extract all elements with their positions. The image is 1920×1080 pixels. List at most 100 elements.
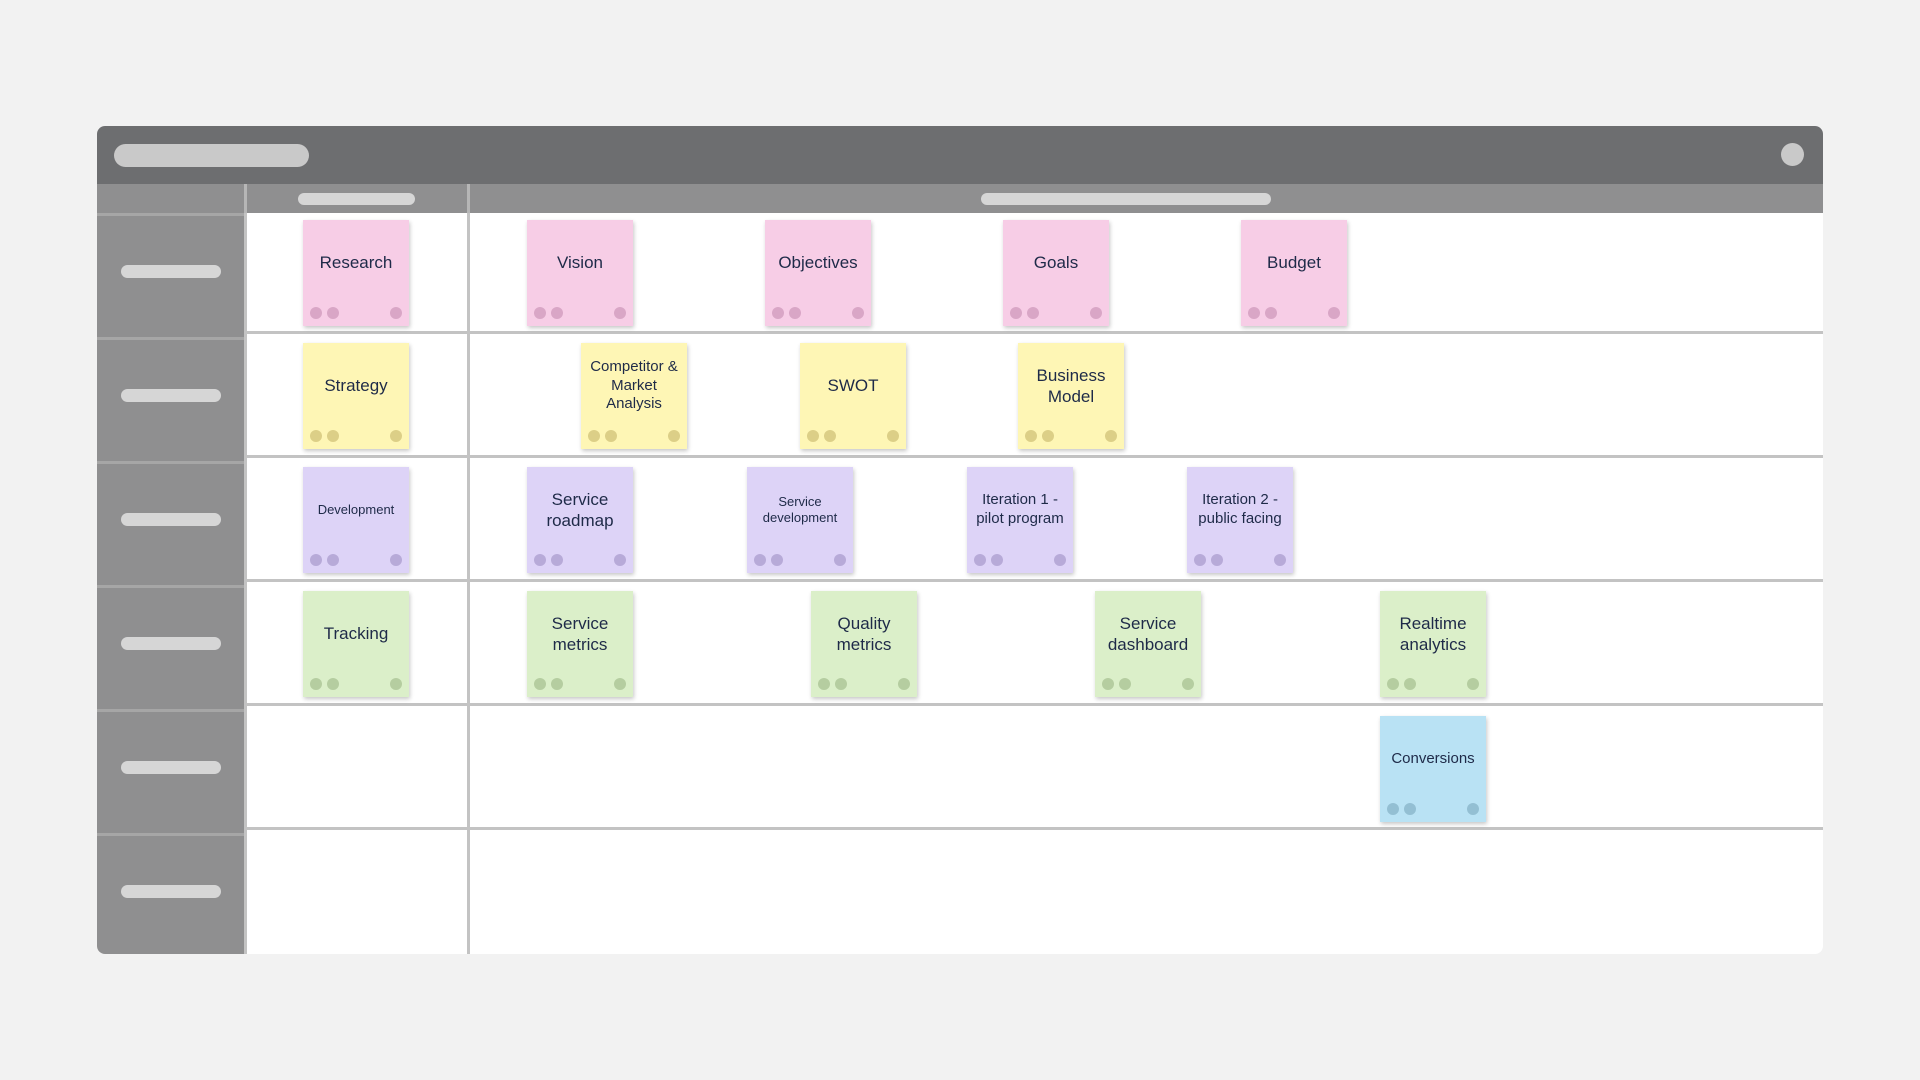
note-dot: [772, 307, 784, 319]
sticky-note[interactable]: Strategy: [303, 343, 409, 449]
note-dot: [887, 430, 899, 442]
row-header: [97, 337, 244, 461]
row-label-placeholder: [121, 265, 221, 278]
note-label: SWOT: [827, 376, 879, 396]
column-divider: [244, 184, 247, 213]
note-label: Service metrics: [551, 613, 609, 654]
row-label-placeholder: [121, 885, 221, 898]
note-dot: [310, 307, 322, 319]
note-dot: [754, 554, 766, 566]
note-label: Development: [317, 501, 395, 517]
note-dot: [835, 678, 847, 690]
note-dot: [668, 430, 680, 442]
note-dot: [1467, 803, 1479, 815]
sticky-note[interactable]: Goals: [1003, 220, 1109, 326]
note-label: Goals: [1033, 253, 1079, 273]
note-dot: [1027, 307, 1039, 319]
sticky-note[interactable]: Vision: [527, 220, 633, 326]
note-label: Realtime analytics: [1399, 613, 1467, 654]
note-dot: [390, 678, 402, 690]
column-header-bar: [97, 184, 1823, 213]
sticky-note[interactable]: Realtime analytics: [1380, 591, 1486, 697]
note-dot: [1025, 430, 1037, 442]
row-header: [97, 833, 244, 954]
row-header: [97, 585, 244, 709]
note-dot: [614, 554, 626, 566]
row-header: [97, 213, 244, 337]
note-dot: [1211, 554, 1223, 566]
note-dot: [834, 554, 846, 566]
sticky-note[interactable]: Iteration 1 - pilot program: [967, 467, 1073, 573]
row-separator: [244, 331, 1823, 334]
note-dot: [1182, 678, 1194, 690]
note-dot: [605, 430, 617, 442]
note-label: Budget: [1267, 253, 1321, 273]
note-label: Competitor & Market Analysis: [590, 357, 678, 413]
note-label: Conversions: [1391, 749, 1475, 767]
sticky-note[interactable]: Development: [303, 467, 409, 573]
note-label: Service dashboard: [1107, 613, 1189, 654]
note-dot: [1467, 678, 1479, 690]
note-dot: [818, 678, 830, 690]
sticky-note[interactable]: Objectives: [765, 220, 871, 326]
note-dot: [1119, 678, 1131, 690]
note-dot: [1404, 803, 1416, 815]
note-dot: [1054, 554, 1066, 566]
sticky-note[interactable]: Research: [303, 220, 409, 326]
note-dot: [1248, 307, 1260, 319]
row-label-placeholder: [121, 761, 221, 774]
note-dot: [534, 678, 546, 690]
note-dot: [1387, 803, 1399, 815]
window-control-button[interactable]: [1781, 143, 1804, 166]
row-header: [97, 461, 244, 585]
sticky-note[interactable]: Service development: [747, 467, 853, 573]
column-divider: [467, 184, 470, 213]
row-separator: [244, 579, 1823, 582]
note-dot: [390, 307, 402, 319]
note-dot: [614, 307, 626, 319]
column-separator: [467, 213, 470, 954]
note-dot: [390, 430, 402, 442]
sticky-note[interactable]: Service roadmap: [527, 467, 633, 573]
sticky-note[interactable]: Service metrics: [527, 591, 633, 697]
row-label-placeholder: [121, 389, 221, 402]
sticky-note[interactable]: Service dashboard: [1095, 591, 1201, 697]
sticky-note[interactable]: Budget: [1241, 220, 1347, 326]
note-dot: [1042, 430, 1054, 442]
note-label: Service roadmap: [546, 489, 614, 530]
title-placeholder: [114, 144, 309, 167]
note-dot: [1090, 307, 1102, 319]
note-dot: [771, 554, 783, 566]
row-separator: [244, 455, 1823, 458]
sticky-note[interactable]: Quality metrics: [811, 591, 917, 697]
note-label: Tracking: [323, 624, 389, 644]
note-dot: [534, 307, 546, 319]
sticky-note[interactable]: Conversions: [1380, 716, 1486, 822]
note-dot: [390, 554, 402, 566]
note-label: Strategy: [324, 376, 388, 396]
note-label: Quality metrics: [836, 613, 892, 654]
note-dot: [789, 307, 801, 319]
note-dot: [991, 554, 1003, 566]
note-dot: [1387, 678, 1399, 690]
sticky-note[interactable]: SWOT: [800, 343, 906, 449]
note-dot: [534, 554, 546, 566]
note-dot: [1105, 430, 1117, 442]
note-label: Business Model: [1036, 365, 1106, 406]
row-header: [97, 709, 244, 833]
note-dot: [310, 678, 322, 690]
note-dot: [974, 554, 986, 566]
sticky-note[interactable]: Tracking: [303, 591, 409, 697]
note-dot: [1010, 307, 1022, 319]
sticky-note[interactable]: Business Model: [1018, 343, 1124, 449]
note-dot: [327, 678, 339, 690]
title-bar: [97, 126, 1823, 184]
sticky-note[interactable]: Iteration 2 - public facing: [1187, 467, 1293, 573]
sticky-note[interactable]: Competitor & Market Analysis: [581, 343, 687, 449]
column-header-placeholder: [298, 193, 415, 205]
note-dot: [1102, 678, 1114, 690]
note-dot: [327, 554, 339, 566]
note-label: Iteration 1 - pilot program: [976, 491, 1064, 527]
note-dot: [614, 678, 626, 690]
note-dot: [1404, 678, 1416, 690]
